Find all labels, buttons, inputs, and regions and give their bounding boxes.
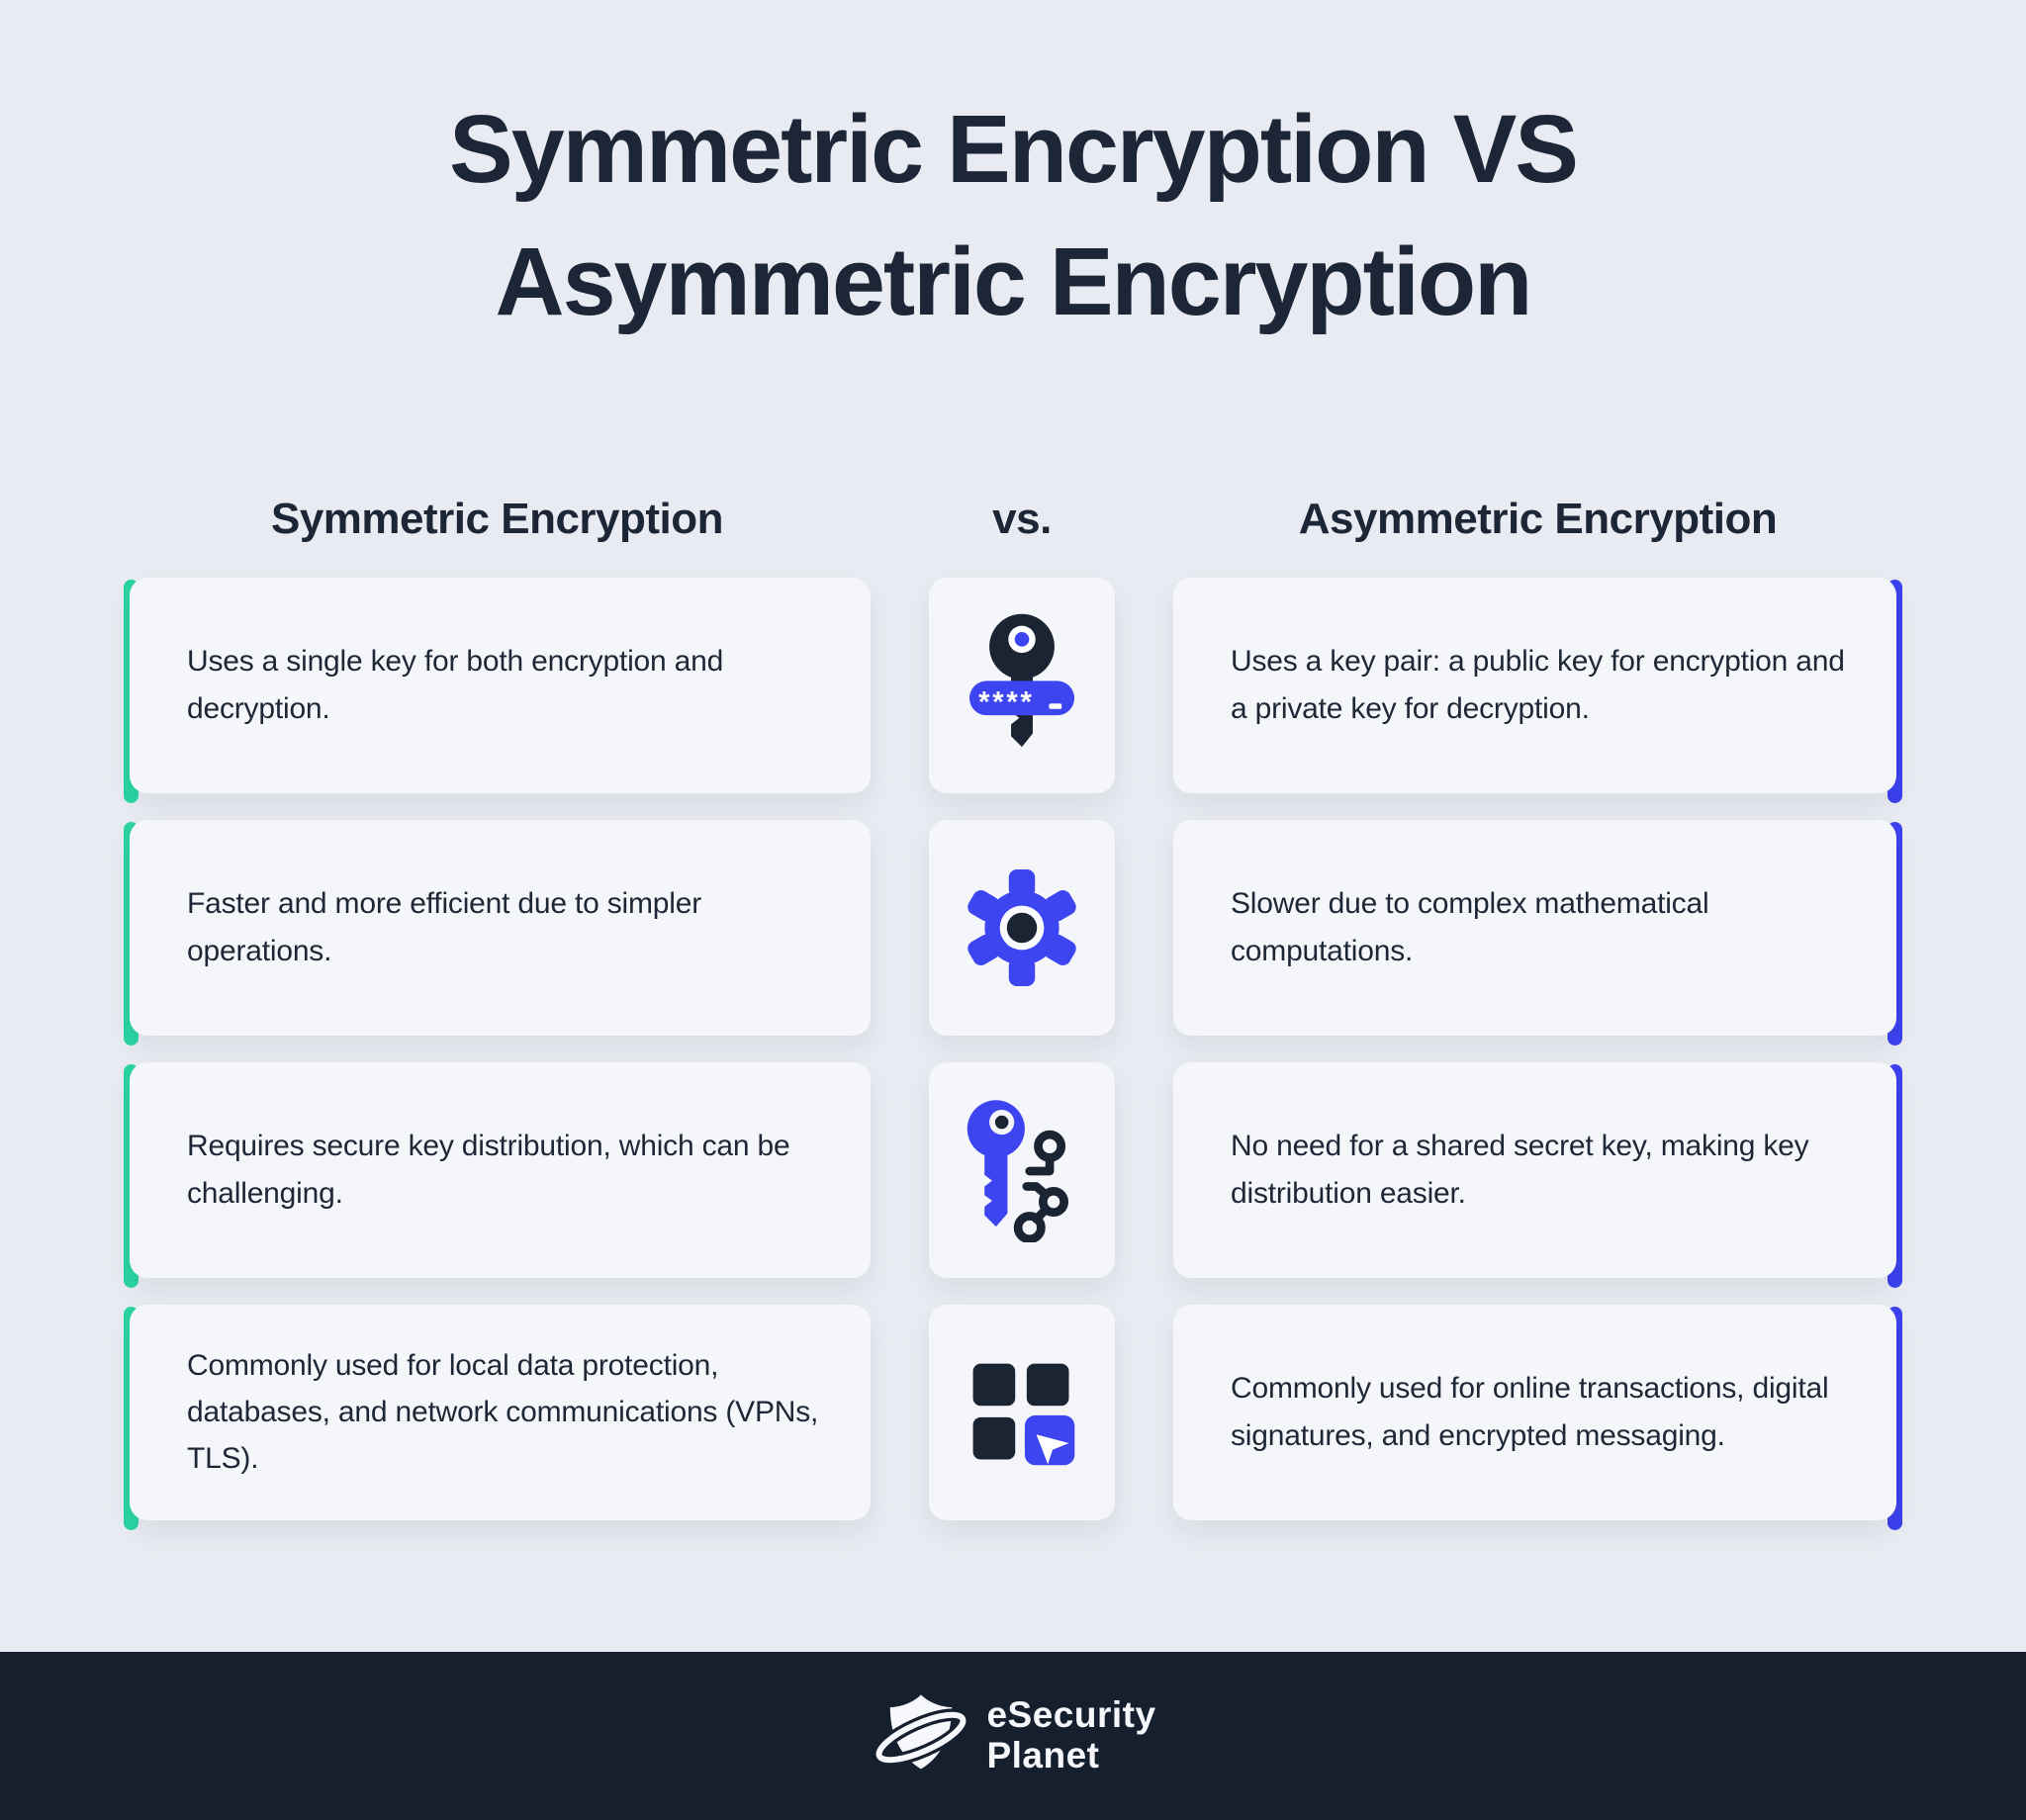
symmetric-text-row1: Uses a single key for both encryption an… — [187, 645, 724, 725]
comparison-grid: Uses a single key for both encryption an… — [124, 577, 1902, 1530]
symmetric-card-row4: Commonly used for local data protection,… — [124, 1304, 871, 1530]
asymmetric-card-row2: Slower due to complex mathematical compu… — [1173, 819, 1902, 1046]
password-key-icon: **** — [968, 613, 1075, 747]
asymmetric-text-row4: Commonly used for online transactions, d… — [1231, 1372, 1829, 1452]
circuit-key-icon — [967, 1099, 1069, 1242]
icon-tile-row2 — [929, 819, 1115, 1036]
app-grid-cursor-icon — [972, 1363, 1075, 1466]
footer-bar: eSecurity Planet — [0, 1652, 2026, 1820]
asymmetric-card-row1: Uses a key pair: a public key for encryp… — [1173, 577, 1902, 803]
asymmetric-text-row3: No need for a shared secret key, making … — [1231, 1130, 1809, 1210]
card-surface: Commonly used for local data protection,… — [130, 1304, 871, 1520]
card-surface: Slower due to complex mathematical compu… — [1173, 819, 1896, 1036]
brand-line1: eSecurity — [986, 1694, 1156, 1736]
card-surface: Uses a single key for both encryption an… — [130, 577, 871, 793]
shield-planet-logo-icon — [873, 1694, 970, 1770]
symmetric-text-row4: Commonly used for local data protection,… — [187, 1348, 819, 1476]
asymmetric-card-row4: Commonly used for online transactions, d… — [1173, 1304, 1902, 1530]
brand-wordmark: eSecurity Planet — [986, 1695, 1155, 1775]
column-headers: Symmetric Encryption vs. Asymmetric Encr… — [124, 495, 1902, 544]
card-surface: Commonly used for online transactions, d… — [1173, 1304, 1896, 1520]
asymmetric-column-header: Asymmetric Encryption — [1298, 494, 1778, 543]
asymmetric-text-row1: Uses a key pair: a public key for encryp… — [1231, 645, 1845, 725]
symmetric-column-header: Symmetric Encryption — [270, 494, 724, 543]
symmetric-card-row1: Uses a single key for both encryption an… — [124, 577, 871, 803]
card-surface: Uses a key pair: a public key for encryp… — [1173, 577, 1896, 793]
vs-label: vs. — [992, 494, 1052, 543]
icon-tile-row4 — [929, 1304, 1115, 1520]
icon-tile-row3 — [929, 1061, 1115, 1278]
symmetric-text-row2: Faster and more efficient due to simpler… — [187, 887, 702, 967]
password-mask-text: **** — [978, 686, 1035, 718]
card-surface: Faster and more efficient due to simpler… — [130, 819, 871, 1036]
asymmetric-text-row2: Slower due to complex mathematical compu… — [1231, 887, 1709, 967]
icon-tile-row1: **** — [929, 577, 1115, 793]
card-surface: No need for a shared secret key, making … — [1173, 1061, 1896, 1278]
brand-line2: Planet — [986, 1735, 1100, 1775]
symmetric-text-row3: Requires secure key distribution, which … — [187, 1130, 790, 1210]
page-title-line1: Symmetric Encryption VS — [449, 95, 1579, 203]
card-surface: Requires secure key distribution, which … — [130, 1061, 871, 1278]
page-title-line2: Asymmetric Encryption — [495, 227, 1533, 335]
page-title: Symmetric Encryption VS Asymmetric Encry… — [0, 0, 2026, 348]
symmetric-card-row3: Requires secure key distribution, which … — [124, 1061, 871, 1288]
asymmetric-card-row3: No need for a shared secret key, making … — [1173, 1061, 1902, 1288]
gear-icon — [967, 868, 1076, 986]
symmetric-card-row2: Faster and more efficient due to simpler… — [124, 819, 871, 1046]
